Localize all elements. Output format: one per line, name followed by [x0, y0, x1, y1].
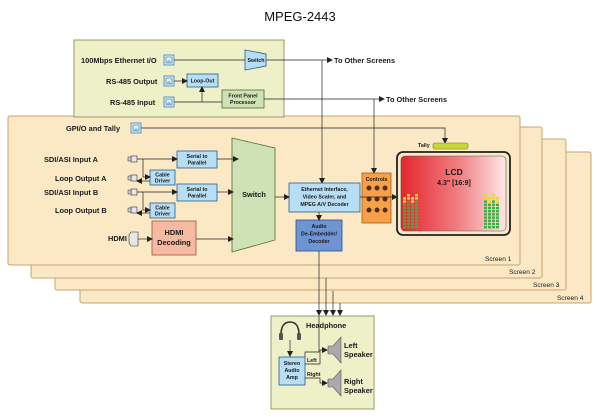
- lcd-size-label: 4.3" [16:9]: [437, 180, 471, 187]
- screen-2-label: Screen 2: [509, 269, 536, 276]
- top-panel-connectors: [174, 59, 374, 103]
- top-switch-label: Switch: [247, 58, 264, 64]
- sdi-input-b-connector-icon: [127, 188, 138, 196]
- audio-deembedder-label-1: Audio: [311, 224, 327, 230]
- ethernet-scaler-decoder-block: [288, 182, 361, 213]
- audio-deembedder-label-3: Decoder: [308, 239, 329, 245]
- right-speaker-label-2: Speaker: [344, 386, 373, 395]
- right-channel-label: Right: [307, 372, 321, 378]
- serial-to-parallel-a-label-1: Serial to: [187, 154, 209, 160]
- main-switch-block: [231, 137, 276, 253]
- stereo-audio-amp-label-1: Stereo: [284, 361, 301, 367]
- diagram-title: MPEG-2443: [264, 9, 336, 24]
- ethernet-scaler-decoder-label-2: Video Scaler, and: [303, 195, 347, 201]
- audio-bus-lines: [316, 251, 343, 316]
- serial-to-parallel-b-label-2: Parallel: [188, 194, 207, 200]
- sdi-input-a-connector-icon: [127, 155, 138, 163]
- gpio-tally-label: GPI/O and Tally: [66, 124, 121, 133]
- hdmi-label: HDMI: [108, 234, 127, 243]
- left-speaker-label-1: Left: [344, 341, 358, 350]
- screen-connectors: [136, 156, 398, 242]
- ethernet-scaler-decoder-label-1: Ethernet Interface,: [301, 187, 348, 193]
- cable-driver-b-label-1: Cable: [155, 206, 169, 212]
- screen-4-label: Screen 4: [557, 295, 584, 302]
- stereo-audio-amp-block: [278, 356, 306, 386]
- lcd-screen: [400, 155, 507, 232]
- serial-to-parallel-b-label-1: Serial to: [187, 187, 209, 193]
- loop-output-b-connector-icon: [127, 206, 138, 214]
- ethernet-io-label: 100Mbps Ethernet I/O: [81, 56, 157, 65]
- screen-1-label: Screen 1: [485, 256, 512, 263]
- audio-deembedder-label-2: De-Embedder/: [301, 232, 337, 238]
- rs485-output-label: RS-485 Output: [106, 77, 158, 86]
- right-speaker-icon: [327, 369, 342, 397]
- hdmi-connector-icon: [128, 231, 139, 247]
- lcd-label: LCD: [445, 167, 462, 177]
- top-switch-block: [244, 49, 267, 71]
- ethernet-scaler-decoder-label-3: MPEG A/V Decoder: [300, 202, 348, 208]
- left-channel-label: Left: [307, 358, 317, 364]
- right-speaker-label-1: Right: [344, 377, 363, 386]
- gpio-port-icon: [130, 122, 142, 134]
- front-panel-processor-label-1: Front Panel: [228, 94, 258, 100]
- front-panel-processor-label-2: Processor: [230, 100, 256, 106]
- lcd-left-audio-meters-icon: [403, 194, 418, 229]
- rs485-output-port-icon: [163, 75, 175, 87]
- left-speaker-label-2: Speaker: [344, 350, 373, 359]
- amp-connectors: [304, 316, 328, 386]
- loop-output-a-connector-icon: [127, 174, 138, 182]
- to-other-screens-label-1: To Other Screens: [334, 56, 395, 65]
- loop-out-label: Loop-Out: [191, 79, 215, 85]
- rs485-input-port-icon: [163, 96, 175, 108]
- sdi-input-a-label: SDI/ASI Input A: [44, 155, 99, 164]
- controls-label: Controls: [366, 177, 388, 183]
- main-switch-label: Switch: [242, 190, 266, 199]
- screen-3-label: Screen 3: [533, 282, 560, 289]
- hdmi-decoding-label-1: HDMI: [165, 228, 184, 237]
- cable-driver-a-label-1: Cable: [155, 173, 169, 179]
- cable-driver-a-label-2: Driver: [155, 179, 170, 185]
- headphone-icon: [280, 321, 300, 336]
- sdi-input-b-label: SDI/ASI Input B: [44, 188, 98, 197]
- hdmi-decoding-block: [151, 220, 197, 256]
- stereo-audio-amp-label-2: Audio: [284, 368, 300, 374]
- rs485-input-label: RS-485 Input: [110, 98, 156, 107]
- tally-light: [432, 142, 469, 150]
- to-other-screens-label-2: To Other Screens: [386, 95, 447, 104]
- cable-driver-b-label-2: Driver: [155, 212, 170, 218]
- lcd-right-audio-meters-icon: [484, 194, 499, 229]
- serial-to-parallel-a-label-2: Parallel: [188, 161, 207, 167]
- headphone-label: Headphone: [306, 321, 346, 330]
- tally-label: Tally: [418, 143, 430, 149]
- stereo-audio-amp-label-3: Amp: [286, 375, 299, 381]
- ethernet-port-icon: [163, 54, 175, 66]
- loop-output-b-label: Loop Output B: [55, 206, 107, 215]
- control-knobs: [366, 185, 388, 213]
- loop-output-a-label: Loop Output A: [55, 174, 107, 183]
- left-speaker-icon: [327, 336, 342, 364]
- audio-deembedder-block: [295, 219, 343, 252]
- hdmi-decoding-label-2: Decoding: [157, 238, 191, 247]
